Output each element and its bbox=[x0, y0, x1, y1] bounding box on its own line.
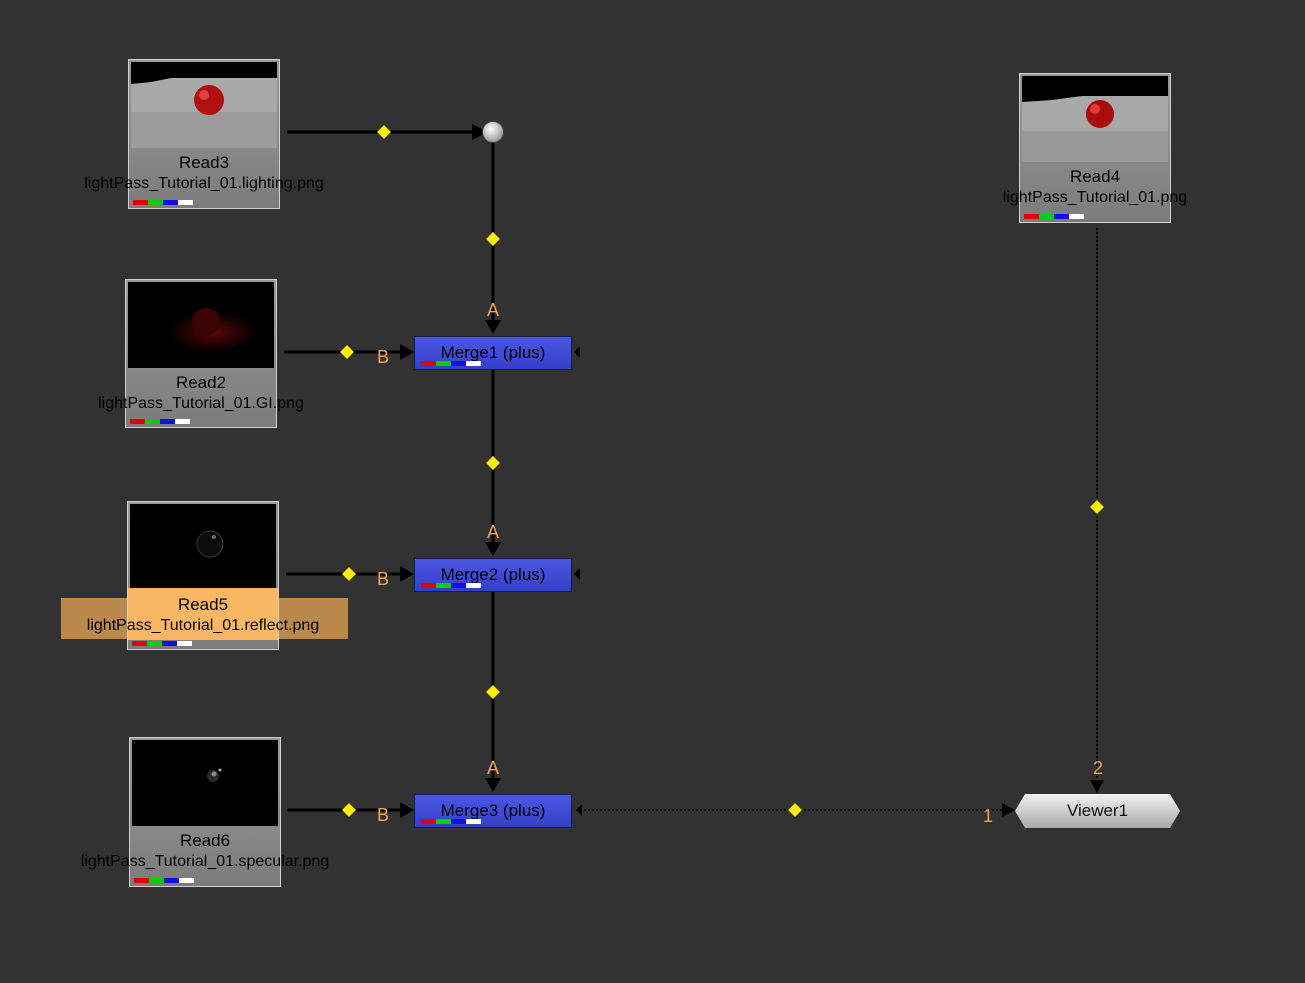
viewer-input-label-1: 1 bbox=[983, 806, 994, 826]
node-name: Read4 bbox=[1069, 167, 1121, 186]
node-name: Merge2 (plus) bbox=[440, 565, 546, 584]
pipe-handle-icon[interactable] bbox=[341, 802, 357, 818]
node-name: Read3 bbox=[178, 153, 230, 172]
sphere-thumbnail-icon bbox=[131, 62, 277, 148]
input-label-a: A bbox=[487, 522, 500, 542]
arrow-icon bbox=[472, 124, 488, 140]
input-label-a: A bbox=[487, 758, 500, 778]
read-node-read2[interactable]: Read2 lightPass_Tutorial_01.GI.png bbox=[98, 279, 304, 428]
thumbnail bbox=[1022, 76, 1168, 162]
node-name: Merge3 (plus) bbox=[440, 801, 546, 820]
viewer-node[interactable]: Viewer1 bbox=[1015, 794, 1180, 828]
input-label-a: A bbox=[487, 300, 500, 320]
pipe-handle-icon[interactable] bbox=[376, 124, 392, 140]
channel-chips bbox=[134, 878, 194, 883]
channel-chips bbox=[132, 641, 192, 646]
arrow-icon bbox=[400, 802, 414, 818]
merge-node-merge3[interactable]: Merge3 (plus) bbox=[414, 794, 572, 828]
thumbnail bbox=[130, 504, 276, 590]
merge-node-merge1[interactable]: Merge1 (plus) bbox=[414, 336, 572, 370]
pipe-handle-icon[interactable] bbox=[485, 684, 501, 700]
pipe-handle-icon[interactable] bbox=[485, 231, 501, 247]
thumbnail bbox=[128, 282, 274, 368]
read-node-read5[interactable]: Read5 lightPass_Tutorial_01.reflect.png bbox=[87, 501, 319, 650]
mask-input-arrow-icon bbox=[576, 804, 582, 816]
channel-chips bbox=[1024, 214, 1084, 219]
node-filename: lightPass_Tutorial_01.reflect.png bbox=[86, 617, 320, 634]
reflect-thumbnail-icon bbox=[130, 504, 276, 590]
arrow-icon bbox=[1002, 803, 1015, 817]
input-label-b: B bbox=[377, 805, 390, 825]
read-node-read6[interactable]: Read6 lightPass_Tutorial_01.specular.png bbox=[81, 737, 329, 887]
node-name: Read2 bbox=[175, 373, 227, 392]
mask-input-arrow-icon bbox=[574, 346, 580, 358]
pipe-handle-icon[interactable] bbox=[787, 802, 803, 818]
node-filename: lightPass_Tutorial_01.GI.png bbox=[98, 395, 304, 412]
channel-chips bbox=[421, 583, 481, 588]
arrow-icon bbox=[1090, 780, 1104, 793]
node-name: Viewer1 bbox=[1066, 801, 1129, 820]
channel-chips bbox=[421, 361, 481, 366]
pipe-handle-icon[interactable] bbox=[341, 566, 357, 582]
thumbnail bbox=[131, 62, 277, 148]
channel-chips bbox=[421, 819, 481, 824]
channel-chips bbox=[133, 200, 193, 205]
input-label-b: B bbox=[377, 569, 390, 589]
selected-node-body bbox=[128, 588, 278, 640]
arrow-icon bbox=[400, 344, 414, 360]
node-filename: lightPass_Tutorial_01.lighting.png bbox=[84, 175, 324, 192]
arrow-icon bbox=[485, 320, 501, 334]
node-name: Merge1 (plus) bbox=[440, 343, 546, 362]
channel-chips bbox=[130, 419, 190, 424]
node-filename: lightPass_Tutorial_01.png bbox=[1002, 189, 1188, 206]
pipe-handle-icon[interactable] bbox=[485, 455, 501, 471]
thumbnail bbox=[132, 740, 278, 826]
arrow-icon bbox=[400, 566, 414, 582]
merge-node-merge2[interactable]: Merge2 (plus) bbox=[414, 558, 572, 592]
gi-thumbnail-icon bbox=[128, 282, 274, 368]
mask-input-arrow-icon bbox=[574, 568, 580, 580]
input-label-b: B bbox=[377, 347, 390, 367]
pipe-handle-icon[interactable] bbox=[1089, 499, 1105, 515]
pipe-handle-icon[interactable] bbox=[339, 344, 355, 360]
read-node-read3[interactable]: Read3 lightPass_Tutorial_01.lighting.png bbox=[84, 59, 324, 209]
read-node-read4[interactable]: Read4 lightPass_Tutorial_01.png bbox=[1003, 73, 1187, 223]
node-name: Read6 bbox=[179, 831, 231, 850]
beauty-thumbnail-icon bbox=[1022, 76, 1168, 162]
node-filename: lightPass_Tutorial_01.specular.png bbox=[80, 853, 330, 870]
node-name: Read5 bbox=[177, 595, 229, 614]
viewer-input-label-2: 2 bbox=[1093, 758, 1104, 778]
arrow-icon bbox=[485, 542, 501, 556]
specular-thumbnail-icon bbox=[132, 740, 278, 826]
arrow-icon bbox=[485, 778, 501, 792]
dot-node[interactable] bbox=[482, 121, 504, 143]
